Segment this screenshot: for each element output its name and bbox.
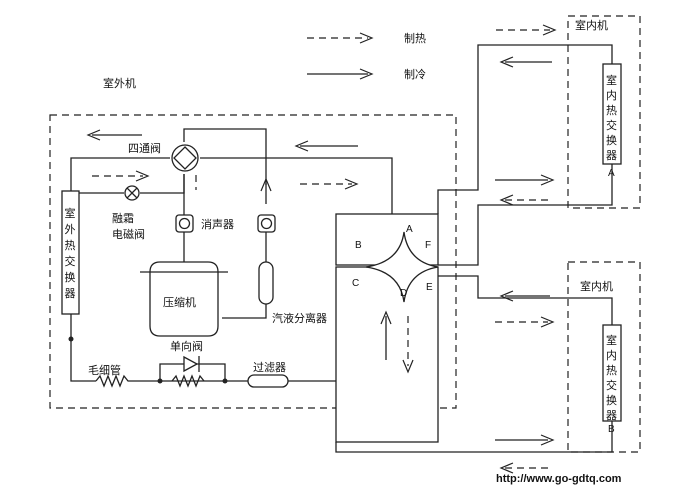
indoor-unit-top-title: 室内机 [575,18,608,32]
indoor-unit-top-boundary [567,15,641,209]
svg-text:室: 室 [65,206,76,220]
manifold-port-b: B [355,240,362,251]
four-way-valve-label: 四通阀 [128,141,161,155]
compressor [140,261,228,337]
compressor-label: 压缩机 [163,295,196,309]
svg-text:器: 器 [65,287,76,300]
separator-label: 汽液分离器 [272,311,327,325]
legend-heating-arrowhead [359,32,374,44]
indoor-heat-exchanger-top-label: 室 内 热 交 换 器 [606,73,617,162]
svg-text:交: 交 [606,118,617,132]
outdoor-unit-boundary [49,114,457,409]
legend-cooling-label: 制冷 [404,68,426,81]
junction-dot [157,378,163,384]
defrost-valve-label-line2: 电磁阀 [112,227,145,241]
filter-label: 过滤器 [253,361,286,374]
svg-text:热: 热 [606,104,617,117]
svg-text:内: 内 [606,88,617,102]
svg-text:内: 内 [606,348,617,362]
indoor-unit-bottom-title: 室内机 [580,279,613,293]
svg-text:器: 器 [606,149,617,162]
svg-text:外: 外 [65,223,76,236]
watermark-url: http://www.go-gdtq.com [496,473,622,485]
outdoor-unit-title: 室外机 [103,76,136,90]
check-valve-label: 单向阀 [170,339,203,353]
flow-arrows [86,24,557,474]
muffler-label: 消声器 [201,217,234,231]
svg-text:换: 换 [606,393,617,407]
svg-text:室: 室 [606,333,617,347]
junction-dot [222,378,228,384]
indoor-connection-piping [335,44,613,453]
legend: 制热 制冷 [307,32,426,81]
distribution-manifold [335,213,439,443]
filter [247,374,289,388]
svg-text:换: 换 [606,133,617,147]
junction-dot [68,336,74,342]
manifold-port-f: F [425,240,431,251]
defrost-valve-label-line1: 融霜 [112,212,134,225]
indoor-heat-exchanger-bottom-label: 室 内 热 交 换 器 [606,333,617,422]
legend-heating-label: 制热 [404,32,426,45]
gas-liquid-separator [258,261,274,305]
defrost-solenoid-valve [124,185,140,201]
indoor-unit-bottom-boundary [567,261,641,453]
svg-text:热: 热 [65,239,76,252]
muffler [175,214,194,233]
svg-text:交: 交 [606,378,617,392]
outdoor-piping [70,128,393,388]
manifold-port-c: C [352,278,359,289]
manifold-port-a: A [406,224,413,235]
four-way-valve [171,144,199,172]
svg-text:换: 换 [65,270,76,284]
capillary-label: 毛细管 [88,363,121,377]
svg-text:室: 室 [606,73,617,87]
separator-inlet-valve [257,214,276,233]
manifold-port-e: E [426,282,433,293]
manifold-port-d: D [400,288,407,299]
svg-text:热: 热 [606,364,617,377]
legend-cooling-arrowhead [359,68,374,80]
svg-text:器: 器 [606,409,617,422]
outdoor-heat-exchanger-label: 室 外 热 交 换 器 [65,206,76,300]
svg-text:交: 交 [65,254,76,268]
